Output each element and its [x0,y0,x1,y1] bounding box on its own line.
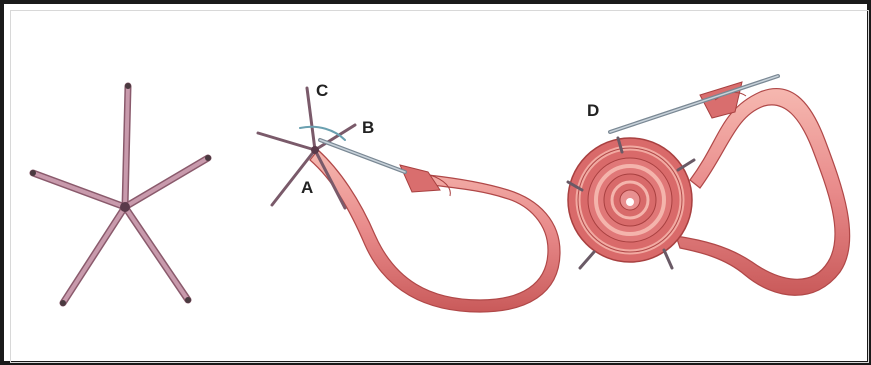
label-a: A [301,178,313,197]
ribbon-strip [676,82,850,295]
label-d: D [587,101,599,120]
woven-ribbon-rose-icon [568,138,694,268]
panel-2-start: C B A [258,81,560,312]
ribbon-strip [310,150,560,312]
panel-3-rosette: D [568,76,850,295]
label-b: B [362,118,374,137]
label-c: C [316,81,328,100]
panel-1-spokes [30,83,211,306]
five-spoke-star-icon [30,83,211,306]
